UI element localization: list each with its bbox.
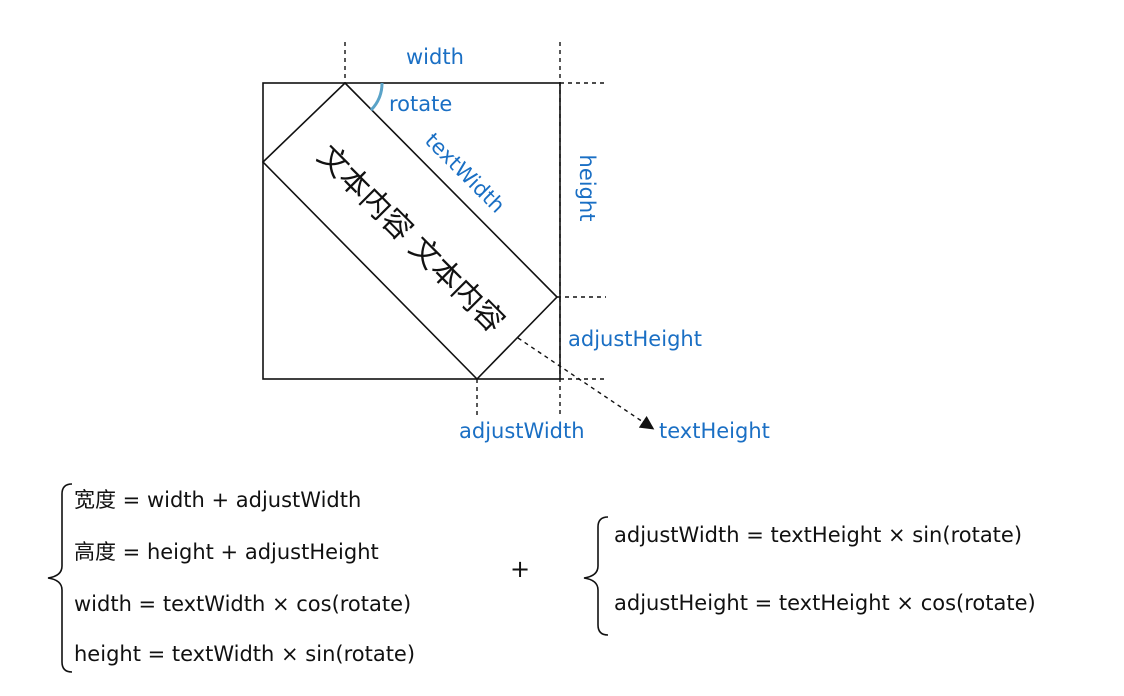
- formula-height: height = textWidth × sin(rotate): [74, 642, 416, 666]
- bounding-box: [262, 82, 561, 380]
- adjust-height-label: adjustHeight: [568, 327, 702, 351]
- height-label: height: [575, 155, 599, 222]
- width-label: width: [406, 45, 464, 69]
- text-height-arrow: [517, 337, 655, 430]
- rotate-angle-arc: [369, 82, 384, 112]
- formula-adjust-width: adjustWidth = textHeight × sin(rotate): [614, 523, 1023, 547]
- formula-adjust-height: adjustHeight = textHeight × cos(rotate): [614, 591, 1036, 615]
- adjust-width-label: adjustWidth: [459, 419, 585, 443]
- right-brace: [583, 516, 609, 636]
- formula-width: width = textWidth × cos(rotate): [74, 592, 412, 616]
- left-brace: [47, 483, 73, 673]
- formula-total-height: 高度 = height + adjustHeight: [74, 540, 379, 564]
- plus-sign: +: [510, 555, 531, 583]
- rotate-label: rotate: [389, 92, 452, 116]
- guide-lines: [344, 42, 606, 415]
- text-height-label: textHeight: [659, 419, 770, 443]
- formula-total-width: 宽度 = width + adjustWidth: [74, 488, 362, 512]
